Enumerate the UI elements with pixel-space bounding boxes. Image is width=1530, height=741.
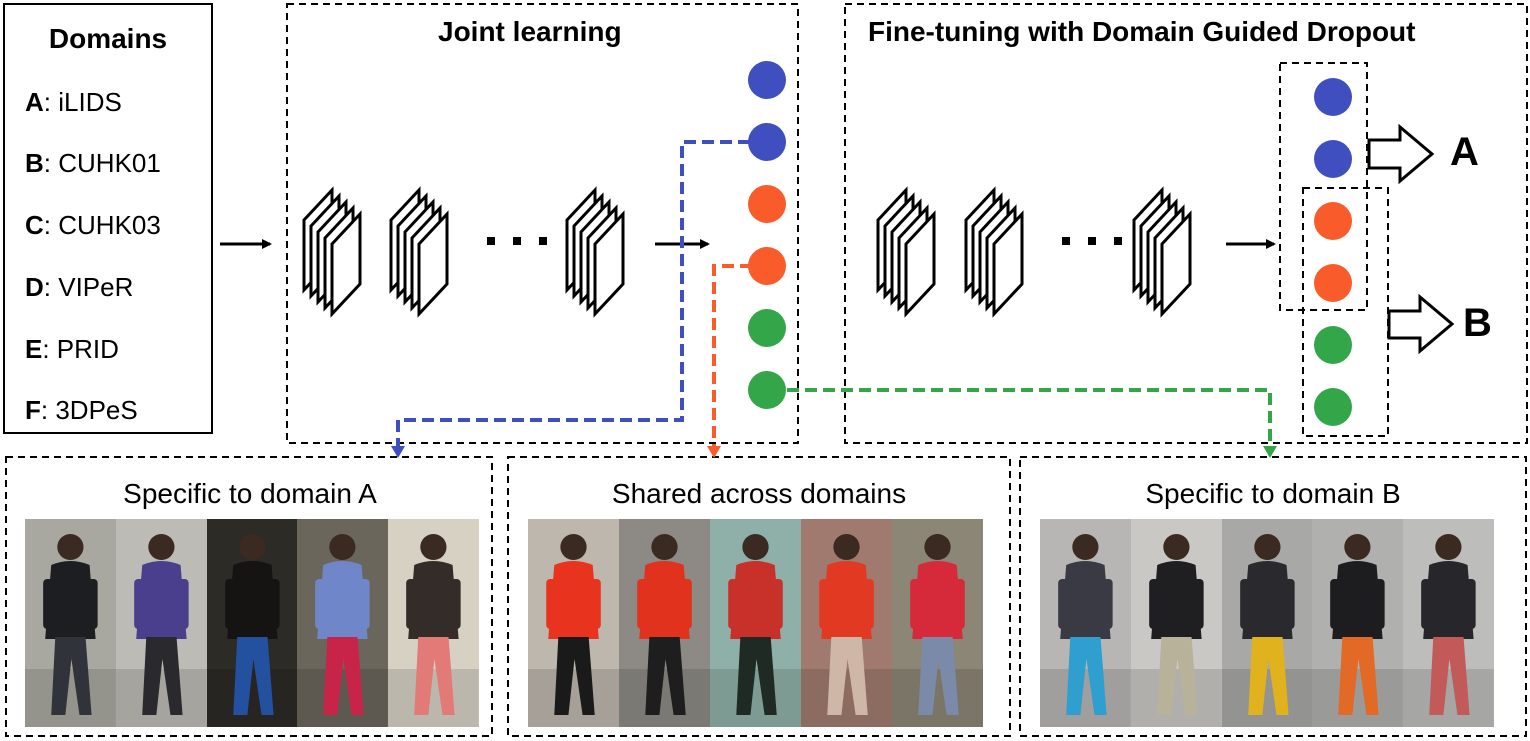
domain-a-arrowhead — [391, 446, 405, 458]
domain-item-e: E: PRID — [25, 334, 119, 364]
domain-item-f: F: 3DPeS — [25, 395, 138, 425]
panel-b-box — [1019, 456, 1527, 737]
joint-learning-panel — [286, 3, 799, 444]
domain-item-c: C: CUHK03 — [25, 210, 161, 240]
neuron — [1314, 202, 1352, 240]
neuron — [748, 185, 786, 223]
neuron — [1314, 388, 1352, 426]
person-photo — [1221, 519, 1313, 727]
person-photo — [710, 519, 801, 727]
domains-title: Domains — [48, 23, 168, 54]
fine-tuning-panel — [844, 3, 1528, 444]
panel-a-title: Specific to domain A — [123, 478, 377, 509]
output-label-b: B — [1463, 301, 1492, 345]
output-label-a: A — [1450, 130, 1479, 174]
domain-item-a: A: iLIDS — [25, 87, 122, 117]
shared-arrowhead — [707, 446, 721, 458]
layer-stack — [389, 186, 449, 318]
layer-stack — [302, 186, 362, 318]
fine-tuning-title: Fine-tuning with Domain Guided Dropout — [868, 16, 1416, 47]
domain-item-b: B: CUHK01 — [25, 148, 161, 178]
person-photo — [1040, 519, 1131, 727]
joint-learning-title: Joint learning — [438, 16, 622, 47]
neuron — [748, 123, 786, 161]
dropout-group-a — [1279, 62, 1368, 311]
ellipsis-dots-joint — [487, 237, 547, 245]
person-photo — [1403, 519, 1494, 727]
joint-neuron-column — [748, 61, 786, 409]
neuron — [748, 309, 786, 347]
layer-sheet — [904, 210, 936, 318]
domain-a-connector — [396, 140, 750, 448]
layer-sheet — [1160, 210, 1192, 318]
person-photo — [115, 519, 207, 727]
domains-legend: Domains A: iLIDS B: CUHK01 C: CUHK03 D: … — [3, 3, 213, 434]
neuron — [748, 371, 786, 409]
person-strip-b — [1040, 519, 1494, 727]
layer-stack — [1132, 186, 1192, 318]
domain-b-arrowhead — [1263, 446, 1277, 458]
layer-stack — [964, 186, 1024, 318]
person-photo — [619, 519, 710, 727]
person-strip-a — [25, 519, 479, 727]
neuron — [748, 247, 786, 285]
person-photo — [206, 519, 298, 727]
layer-sheet — [593, 210, 625, 318]
neuron — [1314, 140, 1352, 178]
layer-sheet — [992, 210, 1024, 318]
panel-shared-box — [507, 456, 1011, 737]
panel-b-title: Specific to domain B — [1145, 478, 1401, 509]
panel-shared-title: Shared across domains — [611, 478, 907, 509]
fine-neuron-column — [1314, 78, 1352, 426]
person-photo — [892, 519, 983, 727]
neuron — [748, 61, 786, 99]
domain-item-d: D: VIPeR — [25, 272, 134, 302]
layer-stack — [565, 186, 625, 318]
cnn-layer-stacks — [302, 186, 1192, 318]
output-arrow-b — [1387, 293, 1455, 355]
output-arrow-a — [1367, 123, 1435, 185]
person-photo — [801, 519, 892, 727]
person-photo — [528, 519, 619, 727]
layer-sheet — [330, 210, 362, 318]
neuron — [1314, 264, 1352, 302]
ellipsis-dots-fine — [1062, 237, 1122, 245]
person-photo — [297, 519, 389, 727]
domain-b-connector — [787, 388, 1272, 448]
person-photo — [388, 519, 479, 727]
person-photo — [1312, 519, 1404, 727]
layer-sheet — [417, 210, 449, 318]
shared-connector — [712, 264, 752, 448]
person-strip-shared — [528, 519, 983, 727]
layer-stack — [876, 186, 936, 318]
neuron — [1314, 78, 1352, 116]
neuron — [1314, 326, 1352, 364]
person-photo — [25, 519, 116, 727]
person-photo — [1130, 519, 1222, 727]
panel-a-box — [5, 456, 493, 737]
